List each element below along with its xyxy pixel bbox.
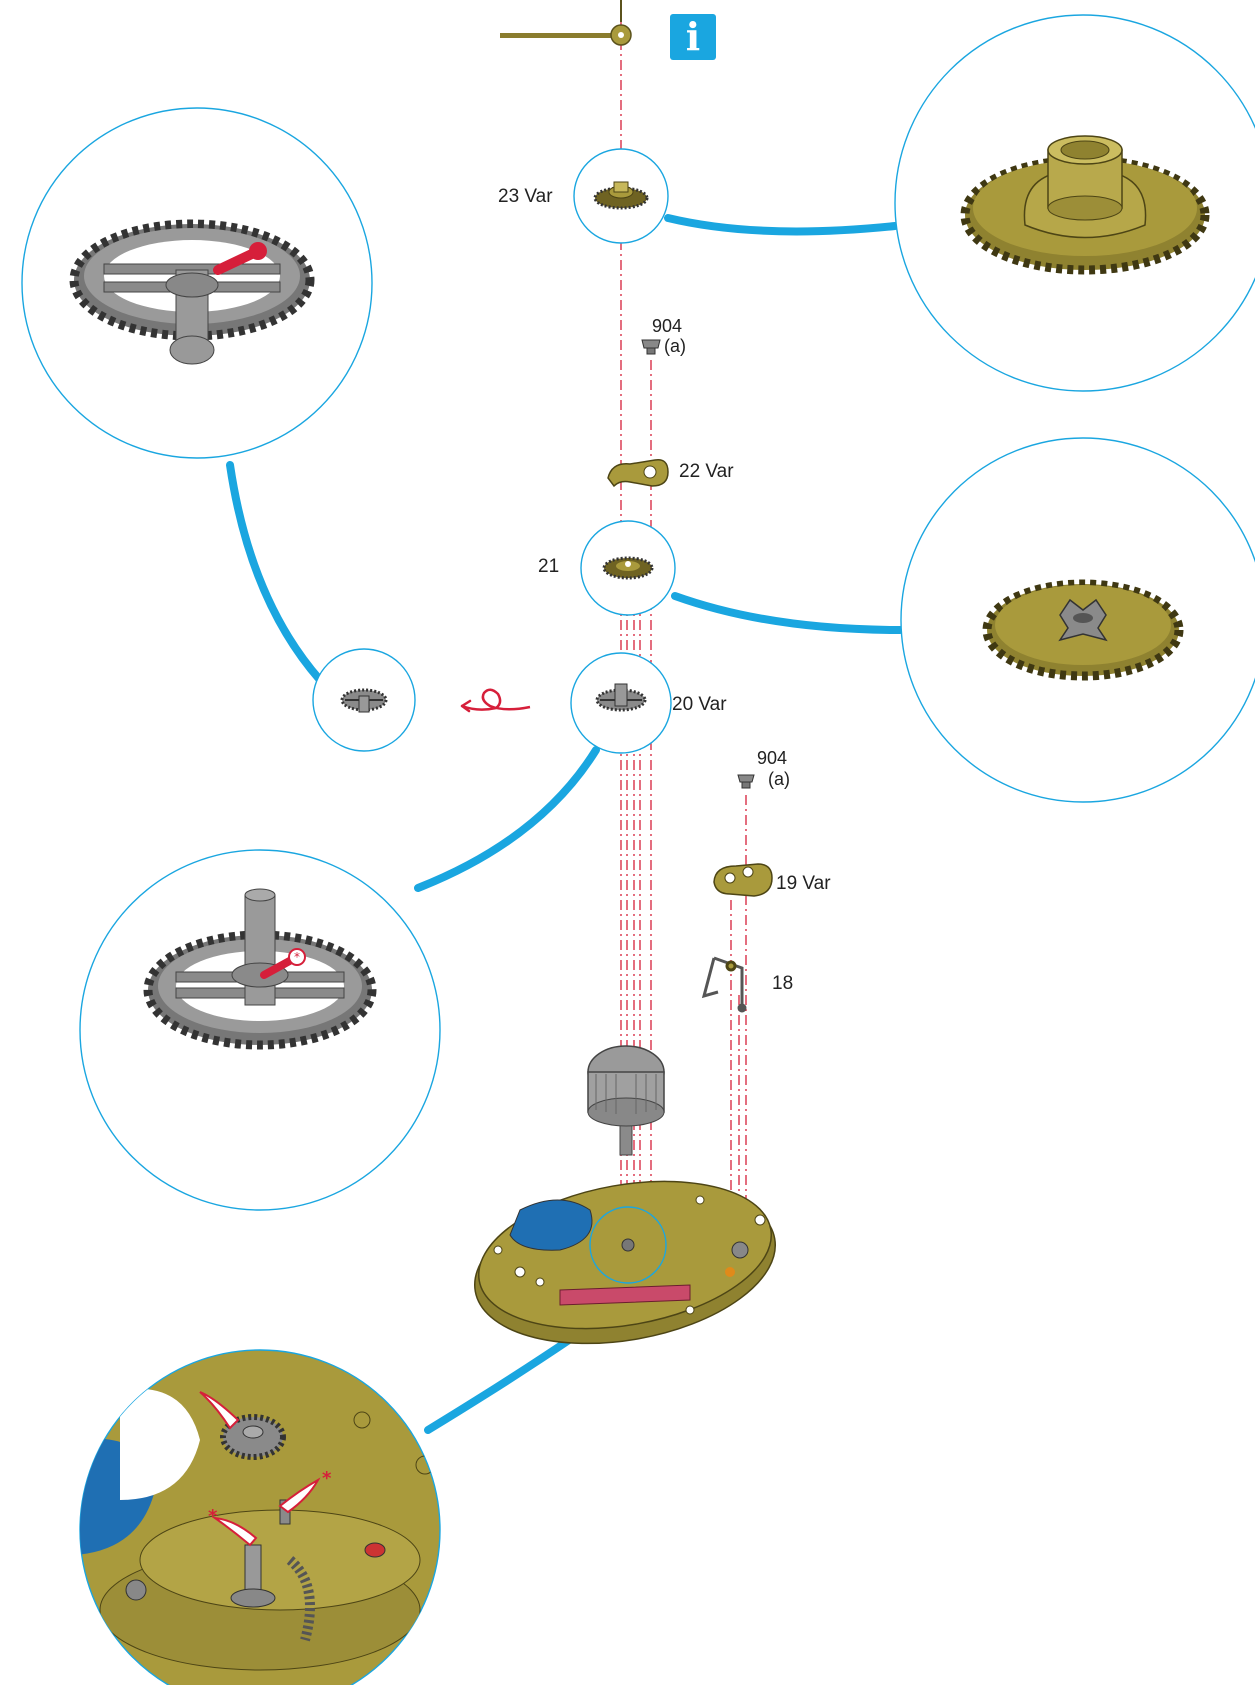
label-part-19: 19 Var (776, 873, 831, 894)
bridge-22 (607, 459, 669, 488)
label-part-18: 18 (772, 973, 794, 994)
label-part-904-top: 904 (652, 316, 683, 336)
gear-20-large-left: * (143, 888, 377, 1050)
spring-18 (701, 956, 747, 1013)
gear-20-small (595, 683, 647, 712)
label-part-20: 20 Var (672, 694, 727, 715)
svg-text:*: * (322, 1468, 332, 1489)
gear-20-large-topleft (69, 219, 315, 365)
oil-drop-icon: * * (199, 1391, 332, 1547)
label-part-22: 22 Var (679, 461, 734, 482)
bridge-19 (713, 863, 773, 897)
screw-904-middle (737, 774, 755, 789)
gear-23-large (960, 135, 1210, 275)
plate-detail-zoom: * * (79, 1349, 441, 1690)
rotation-arrow-icon (460, 688, 531, 713)
label-part-21: 21 (538, 556, 560, 577)
svg-text:*: * (208, 1506, 218, 1527)
label-part-23: 23 Var (498, 186, 553, 207)
gear-21-large (982, 579, 1184, 681)
svg-text:*: * (294, 950, 300, 964)
label-part-904-middle: 904 (757, 748, 788, 768)
main-plate (473, 1180, 777, 1345)
label-part-904-middle-sub: (a) (768, 769, 790, 789)
gear-21-small (602, 556, 654, 580)
gear-23-small (593, 181, 649, 210)
crown-wheel (587, 1045, 665, 1156)
gear-20-alt-small (340, 688, 388, 713)
label-part-904-top-sub: (a) (664, 336, 686, 356)
screw-904-top (641, 339, 661, 355)
callout-connectors (226, 214, 904, 1434)
info-icon[interactable]: i (670, 14, 716, 60)
hand-part (500, 0, 632, 46)
